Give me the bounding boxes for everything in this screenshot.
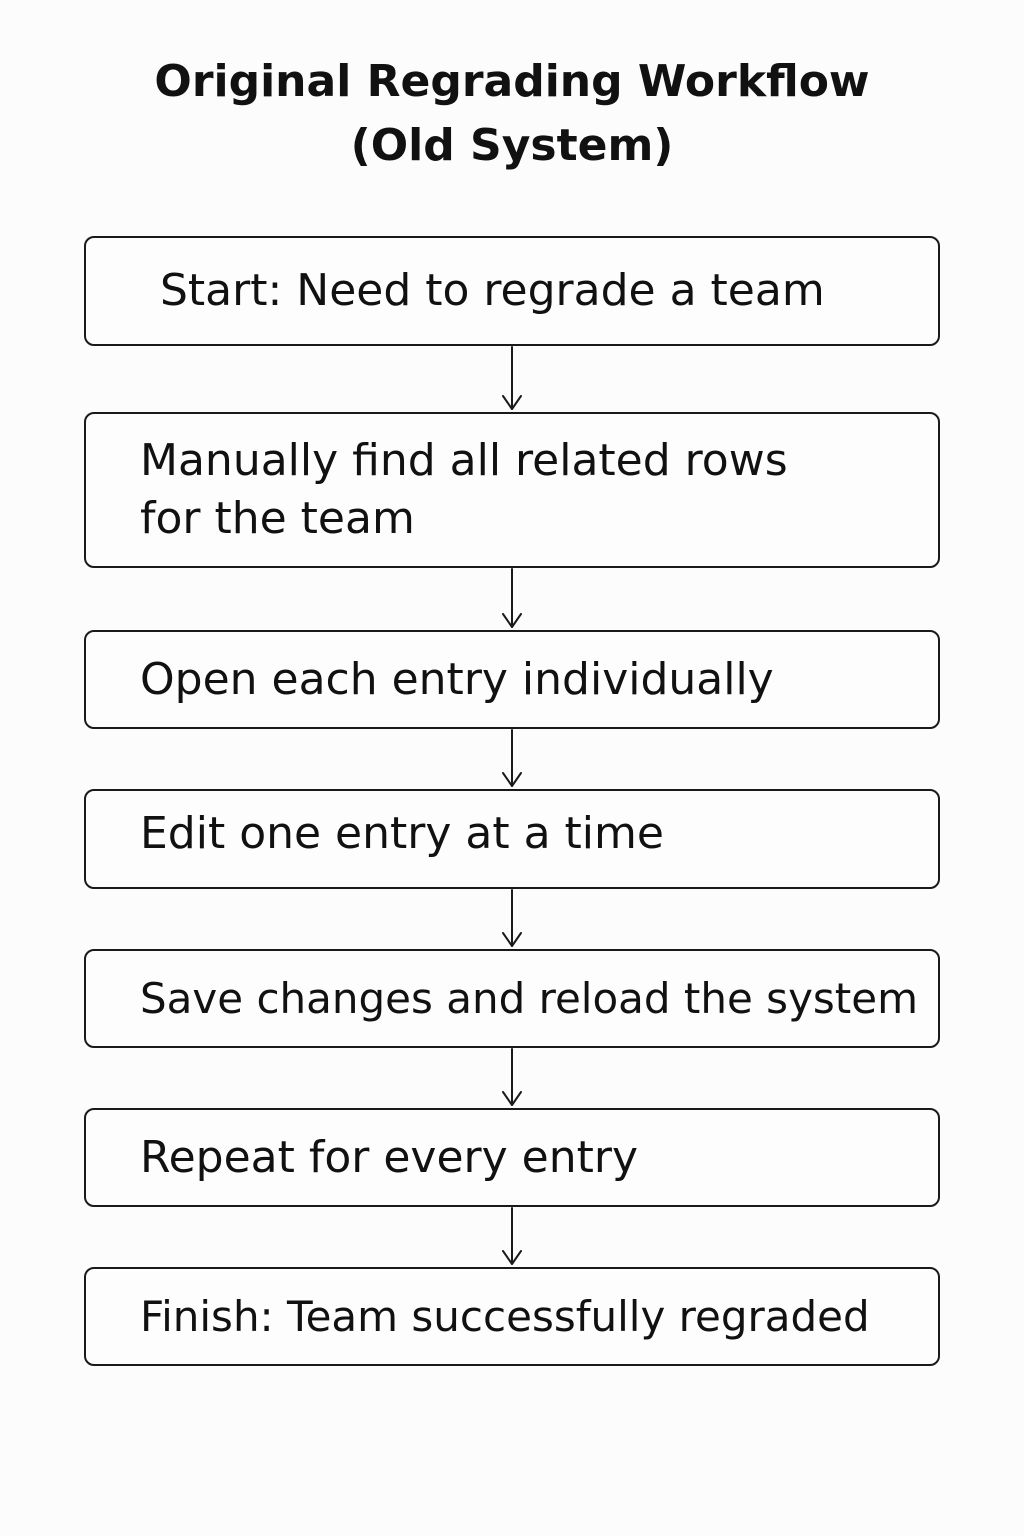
step-save-reload: Save changes and reload the system xyxy=(84,949,940,1048)
step-label: Manually find all related rows for the t… xyxy=(140,435,788,544)
step-label: Edit one entry at a time xyxy=(140,808,664,859)
step-find-rows: Manually find all related rows for the t… xyxy=(84,412,940,568)
step-finish: Finish: Team successfully regraded xyxy=(84,1267,940,1366)
step-open-entry: Open each entry individually xyxy=(84,630,940,729)
arrow-down-icon xyxy=(502,346,522,410)
arrow-down-icon xyxy=(502,568,522,628)
step-label: Start: Need to regrade a team xyxy=(160,265,825,316)
step-edit-entry: Edit one entry at a time xyxy=(84,789,940,889)
step-label: Open each entry individually xyxy=(140,653,774,705)
diagram-title: Original Regrading Workflow (Old System) xyxy=(0,50,1024,178)
diagram-title-line-1: Original Regrading Workflow xyxy=(154,56,870,107)
arrow-down-icon xyxy=(502,1048,522,1106)
step-repeat: Repeat for every entry xyxy=(84,1108,940,1207)
step-label: Repeat for every entry xyxy=(140,1131,638,1183)
arrow-down-icon xyxy=(502,889,522,947)
step-label: Save changes and reload the system xyxy=(140,973,919,1023)
step-start: Start: Need to regrade a team xyxy=(84,236,940,346)
arrow-down-icon xyxy=(502,729,522,787)
arrow-down-icon xyxy=(502,1207,522,1265)
step-label: Finish: Team successfully regraded xyxy=(140,1291,870,1341)
diagram-title-line-2: (Old System) xyxy=(350,120,674,171)
